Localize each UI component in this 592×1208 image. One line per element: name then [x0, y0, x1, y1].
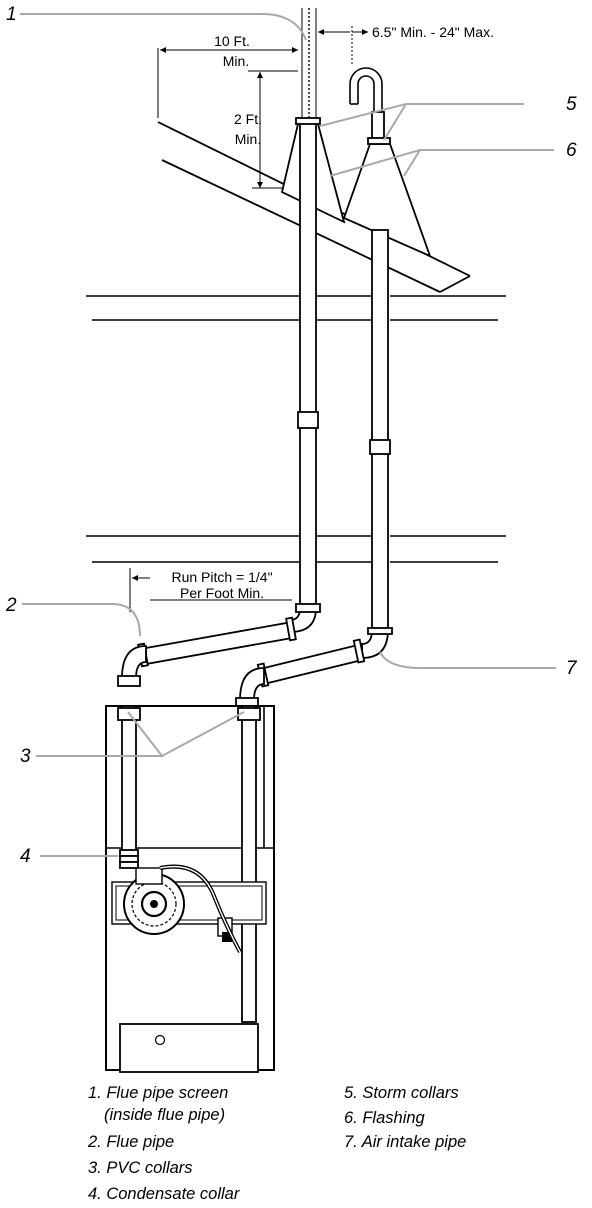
dim-10ft-line1: 10 Ft.	[214, 33, 250, 49]
dim-spacing-text: 6.5" Min. - 24" Max.	[372, 24, 494, 40]
legend-item-3: 3. PVC collars	[88, 1159, 193, 1177]
dim-10ft-line2: Min.	[223, 53, 249, 69]
lower-floor	[86, 535, 506, 563]
legend-item-1-line2: (inside flue pipe)	[104, 1106, 225, 1124]
callout-1: 1	[6, 4, 17, 25]
dimension-10ft: 10 Ft. Min.	[157, 33, 298, 118]
dim-pitch-line2: Per Foot Min.	[180, 585, 264, 601]
callout-7: 7	[566, 658, 578, 679]
dim-pitch-line1: Run Pitch = 1/4"	[171, 569, 272, 585]
callout-leaders	[20, 13, 556, 857]
callout-3: 3	[20, 746, 31, 767]
callout-2: 2	[5, 595, 17, 616]
legend-item-1-line1: 1. Flue pipe screen	[88, 1084, 228, 1102]
intake-pipe-vertical	[349, 67, 391, 631]
furnace	[105, 705, 275, 1073]
legend-item-2: 2. Flue pipe	[87, 1133, 174, 1151]
flue-pipe-vertical	[295, 8, 321, 609]
callout-6: 6	[566, 140, 577, 161]
legend-item-7: 7. Air intake pipe	[344, 1133, 466, 1151]
callout-5: 5	[566, 94, 577, 115]
legend: 1. Flue pipe screen (inside flue pipe) 2…	[87, 1084, 466, 1203]
dimension-pitch: Run Pitch = 1/4" Per Foot Min.	[129, 568, 292, 612]
legend-item-6: 6. Flashing	[344, 1109, 426, 1127]
dim-2ft-line1: 2 Ft.	[234, 111, 262, 127]
dim-2ft-line2: Min.	[235, 131, 261, 147]
legend-item-4: 4. Condensate collar	[88, 1185, 241, 1203]
legend-item-5: 5. Storm collars	[344, 1084, 459, 1102]
upper-floor	[86, 295, 506, 321]
dimension-2ft: 2 Ft. Min.	[234, 72, 282, 189]
intake-pipe-horizontal	[235, 627, 393, 707]
callout-4: 4	[20, 846, 31, 867]
flue-pipe-horizontal	[117, 603, 321, 687]
dimension-spacing: 6.5" Min. - 24" Max.	[318, 24, 494, 64]
